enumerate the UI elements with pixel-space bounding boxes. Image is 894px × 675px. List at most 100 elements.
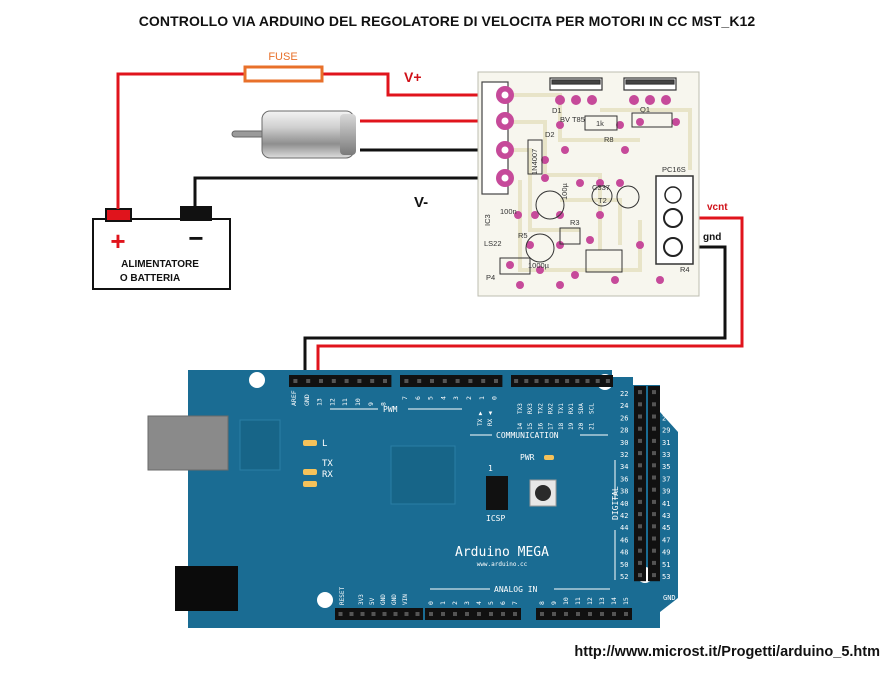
header-pin (417, 379, 422, 383)
pin-label-pwm: 2 (465, 396, 473, 400)
icsp-header (486, 476, 508, 510)
header-pin (652, 475, 656, 480)
pin-label-digital: 48 (620, 549, 628, 557)
pcb-label-1: BV T85 (560, 115, 585, 124)
pin-label-digital: 51 (662, 561, 670, 569)
usb-chip (239, 419, 281, 471)
header-pin (293, 379, 298, 383)
header-pin (652, 548, 656, 553)
header-top-left (289, 375, 392, 387)
header-pin (534, 379, 539, 383)
mount-hole (249, 372, 265, 388)
pin-label-power: 5V (369, 597, 376, 605)
header-pin (524, 379, 529, 383)
pin-label-digital: 45 (662, 524, 670, 532)
battery-plus-terminal (105, 208, 132, 222)
header-pin (638, 475, 642, 480)
pcb-label-17: P4 (486, 273, 495, 282)
battery-label-line1: ALIMENTATORE (121, 259, 199, 270)
icsp-label: ICSP (486, 514, 505, 523)
pin-label-analog: 12 (586, 597, 594, 605)
pcb-label-7: 100µ (560, 182, 569, 200)
header-pin (455, 379, 460, 383)
pin-label-comm-name: RX1 (568, 403, 575, 414)
pcb-label-3: Q1 (640, 105, 650, 114)
header-pin (357, 379, 362, 383)
pcb-label-6: 1N4007 (530, 149, 539, 175)
header-pin (393, 612, 398, 616)
vcnt-label: vcnt (707, 202, 728, 213)
battery-minus-sign: − (188, 223, 203, 253)
header-pin (554, 379, 559, 383)
pin-label-analog: 1 (439, 601, 447, 605)
pin-label-digital: 30 (620, 439, 628, 447)
speed-controller-pcb: PC16S D1 BV T85 1k Q1 R8 D2 1N4007 100µ … (477, 71, 700, 297)
battery-label-line2: O BATTERIA (120, 273, 180, 284)
pin-label-analog: 14 (610, 597, 618, 605)
header-communication (511, 375, 613, 387)
pin-label-pwm: 0 (491, 396, 499, 400)
header-pin (638, 463, 642, 468)
header-pin (344, 379, 349, 383)
main-chip (390, 445, 456, 505)
pcb-label-15: 1000µ (528, 261, 550, 270)
header-analog-high (536, 608, 632, 620)
pin-label-digital: 27 (662, 414, 670, 422)
motor-shaft (231, 130, 265, 138)
pin-label-digital: 47 (662, 536, 670, 544)
pin-label-comm: 17 (548, 422, 555, 430)
pin-label-comm-name: TX3 (517, 403, 524, 414)
header-pin (338, 612, 343, 616)
header-pin (600, 612, 604, 616)
header-pin (501, 612, 505, 616)
header-pin (565, 379, 570, 383)
battery-body (92, 218, 231, 290)
pin-label-top: 8 (380, 402, 388, 406)
pin-label-analog: 9 (550, 601, 558, 605)
pin-label-txrx: TX ▶ (477, 411, 484, 426)
communication-label: COMMUNICATION (496, 431, 559, 440)
pin-label-digital: 44 (620, 524, 628, 532)
header-pin (453, 612, 457, 616)
pin-label-comm: 19 (568, 422, 575, 430)
header-pin (404, 612, 409, 616)
pin-label-comm-name: RX2 (548, 403, 555, 414)
pcb-pads (506, 95, 680, 289)
pin-label-analog: 7 (511, 601, 519, 605)
led-tx-label: TX (322, 459, 333, 469)
pin-label-analog: 2 (451, 601, 459, 605)
header-pin (468, 379, 473, 383)
pin-label-analog: 13 (598, 597, 606, 605)
header-pin (652, 487, 656, 492)
pin-label-digital: 22 (620, 390, 628, 398)
pin-label-comm-name: TX1 (558, 403, 565, 414)
pin-label-digital: 52 (620, 573, 628, 581)
digital-label: DIGITAL (611, 486, 620, 520)
header-pin (430, 379, 434, 383)
header-pin (652, 524, 656, 529)
pin-label-top: 12 (328, 398, 336, 406)
pwm-label: PWM (383, 405, 398, 414)
header-pwm (400, 375, 503, 387)
pin-label-digital: 36 (620, 475, 628, 483)
source-url: http://www.microst.it/Progetti/arduino_5… (574, 644, 880, 660)
reset-button (535, 485, 551, 501)
header-pin (652, 402, 656, 407)
pin-label-top: 11 (341, 398, 349, 406)
pin-label-digital: 28 (620, 427, 628, 435)
pcb-label-4: R8 (604, 135, 614, 144)
v-minus-label: V- (414, 194, 428, 211)
pin-label-digital: 41 (662, 500, 670, 508)
pin-label-digital-gnd: GND (663, 594, 676, 602)
diagram-title: CONTROLLO VIA ARDUINO DEL REGOLATORE DI … (138, 13, 756, 29)
board-site: www.arduino.cc (477, 561, 528, 568)
pin-label-power: 3V3 (358, 594, 365, 605)
header-analog-low (425, 608, 521, 620)
pin-label-digital: 42 (620, 512, 628, 520)
pcb-label-5: D2 (545, 130, 555, 139)
silkscreen-lines (330, 408, 616, 590)
header-pin (652, 426, 656, 431)
header-pin (540, 612, 544, 616)
wire-gnd (303, 245, 727, 380)
pin-label-digital: 26 (620, 414, 628, 422)
